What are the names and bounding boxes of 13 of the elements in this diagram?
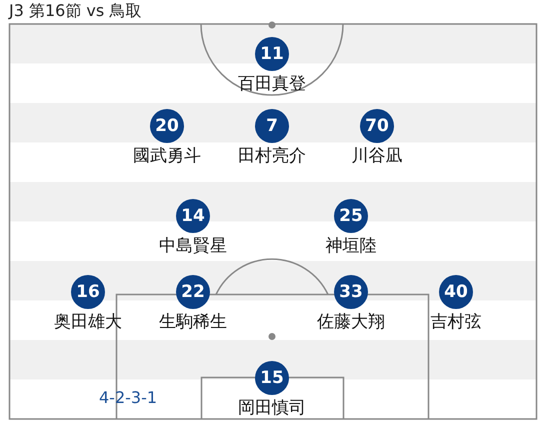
player-name: 佐藤大翔 <box>317 312 385 332</box>
player-name: 川谷凪 <box>352 146 402 166</box>
player-name: 生駒稀生 <box>159 312 227 332</box>
player-name: 岡田慎司 <box>238 398 306 418</box>
title: J3 第16節 vs 鳥取 <box>9 1 142 21</box>
player-name: 國武勇斗 <box>133 146 201 166</box>
player-name: 田村亮介 <box>238 146 306 166</box>
player-name: 中島賢星 <box>159 236 227 256</box>
player-name: 奥田雄大 <box>54 312 122 332</box>
player-name: 吉村弦 <box>430 312 482 332</box>
player-name: 神垣陸 <box>326 236 376 256</box>
formation-label: 4-2-3-1 <box>99 388 158 408</box>
player-name: 百田真登 <box>238 74 306 94</box>
